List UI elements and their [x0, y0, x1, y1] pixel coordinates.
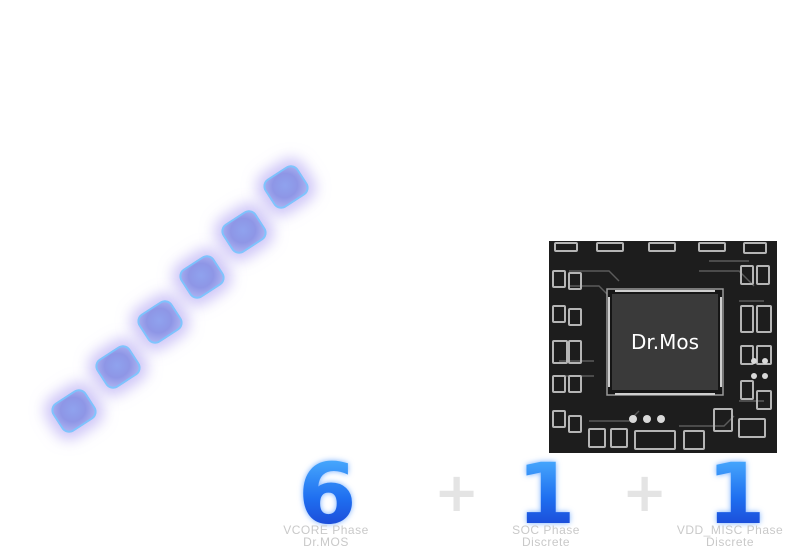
phase-chip-icon: [217, 206, 271, 258]
vdd-misc-caption-line2: Discrete: [705, 535, 754, 549]
soc-caption: SOC Phase Discrete: [476, 524, 616, 548]
vcore-phase-count: 6: [298, 445, 357, 543]
plus-separator: +: [622, 461, 668, 524]
soc-caption-line2: Discrete: [521, 535, 570, 549]
soc-phase-count: 1: [517, 445, 576, 543]
vcore-caption: VCORE Phase Dr.MOS: [256, 524, 396, 548]
vcore-caption-line1: VCORE Phase: [283, 523, 369, 537]
phase-chip-icon: [47, 385, 101, 437]
plus-separator: +: [434, 461, 480, 524]
phase-chip-icon: [91, 341, 145, 393]
vcore-caption-line2: Dr.MOS: [303, 535, 349, 549]
chip-label: Dr.Mos: [631, 330, 699, 354]
vdd-misc-caption-line1: VDD_MISC Phase: [676, 523, 784, 537]
vdd-misc-caption: VDD_MISC Phase Discrete: [660, 524, 800, 548]
phase-chip-icon: [259, 161, 313, 213]
vdd-misc-phase-count: 1: [707, 445, 766, 543]
phase-chip-icon: [175, 251, 229, 303]
dr-mos-chip-icon: Dr.Mos: [549, 241, 777, 453]
phase-chip-icon: [133, 296, 187, 348]
soc-caption-line1: SOC Phase: [512, 523, 580, 537]
